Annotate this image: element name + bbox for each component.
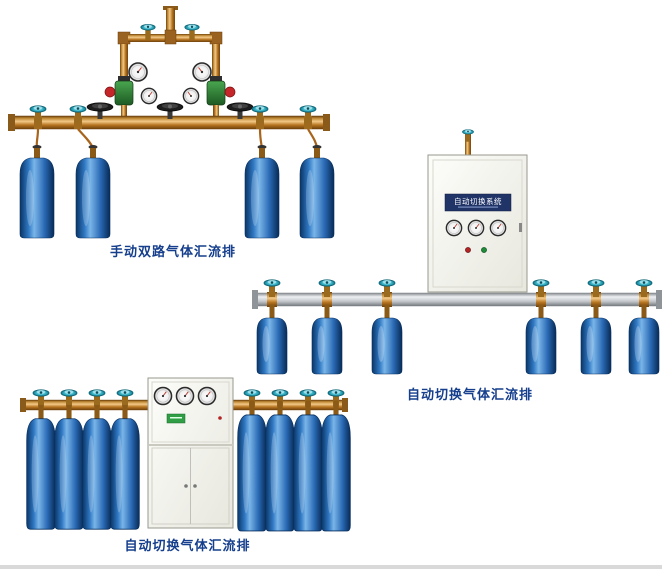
caption-auto-switch-wall: 自动切换气体汇流排: [406, 388, 533, 403]
gas-cylinder: [75, 147, 111, 239]
control-cabinet: 自动切换系统: [427, 129, 528, 293]
cabinet-label-plate: 自动切换系统: [444, 193, 512, 212]
gas-cylinder: [320, 399, 352, 532]
gas-bottle: [256, 304, 288, 375]
control-cabinet: [147, 377, 234, 529]
caption-auto-switch-floor: 自动切换气体汇流排: [124, 539, 251, 554]
gas-cylinder: [292, 399, 324, 532]
bottom-divider: [0, 565, 662, 569]
indicator-light-red: [218, 416, 222, 420]
gas-bottle: [628, 304, 660, 375]
pressure-gauge-icon: [197, 386, 217, 406]
product-figure-auto-switch-floor: [20, 377, 352, 532]
gas-bottle: [580, 304, 612, 375]
product-figure-manual-dual-manifold: [8, 6, 335, 239]
indicator-light-green: [481, 247, 487, 253]
supply-valve-handwheel-icon: [462, 129, 474, 143]
cabinet-label-text: 自动切换系统: [454, 196, 502, 206]
pressure-gauge-icon: [153, 386, 173, 406]
gas-cylinder: [81, 404, 113, 530]
gas-cylinder: [236, 399, 268, 532]
caption-manual-dual-manifold: 手动双路气体汇流排: [109, 245, 236, 260]
gas-bottle: [371, 304, 403, 375]
cabinet-handle: [519, 223, 522, 232]
gas-cylinder: [53, 404, 85, 530]
header-pipe-assembly: [117, 6, 223, 76]
gas-cylinder: [19, 147, 55, 239]
gas-cylinder: [109, 404, 141, 530]
pressure-gauge-icon: [467, 219, 485, 237]
gas-bottle: [311, 304, 343, 375]
pressure-gauge-icon: [489, 219, 507, 237]
pressure-gauge-icon: [175, 386, 195, 406]
aluminum-manifold-pipe: [252, 290, 662, 309]
indicator-light-red: [465, 247, 471, 253]
gas-bottle: [525, 304, 557, 375]
product-figure-auto-switch-wall: 自动切换系统: [252, 129, 662, 375]
door-handle: [184, 484, 188, 488]
door-handle: [193, 484, 197, 488]
gas-cylinder: [25, 404, 57, 530]
gas-cylinder: [264, 399, 296, 532]
pressure-gauge-icon: [445, 219, 463, 237]
pressure-regulator-left: [105, 63, 157, 123]
pressure-regulator-right: [183, 63, 235, 123]
